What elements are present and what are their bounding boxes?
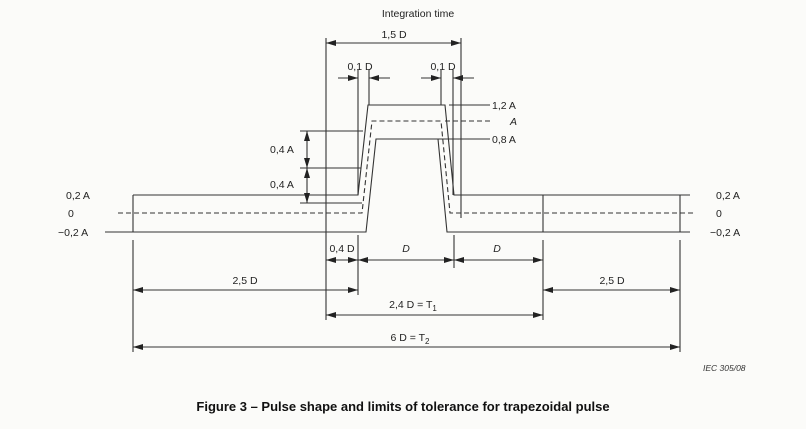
integration-width-label: 1,5 D [381,29,407,41]
t1-span-label: 2,4 D = T [389,299,433,311]
t2-sub: 2 [425,337,430,346]
lower-limit-label: 0,8 A [492,134,516,146]
right-plus-label: 0,2 A [716,190,740,202]
fall-tol-label: 0,1 D [430,61,456,73]
rise-tol-label: 0,1 D [347,61,373,73]
lower-tolerance-envelope [105,138,690,233]
rise-time-label: 0,4 D [329,243,355,255]
duration-label: D [402,243,410,255]
right-zero-label: 0 [716,208,722,220]
right-minus-label: −0,2 A [710,227,740,239]
upper-limit-label: 1,2 A [492,100,516,112]
figure-caption: Figure 3 – Pulse shape and limits of tol… [196,399,610,414]
nominal-label: A [509,116,517,128]
t2-span-label: 6 D = T [391,332,426,344]
after-duration-label: D [493,243,501,255]
post-span-label: 2,5 D [599,275,625,287]
band-upper-label: 0,4 A [270,144,294,156]
band-lower-label: 0,4 A [270,179,294,191]
figure-reference: IEC 305/08 [703,363,746,373]
left-minus-label: −0,2 A [58,227,88,239]
left-zero-label: 0 [68,208,74,220]
integration-time-title: Integration time [382,8,455,20]
nominal-pulse [118,120,695,214]
t1-span-text: 2,4 D = T1 [389,299,437,313]
upper-tolerance-envelope [133,104,690,196]
t2-span-text: 6 D = T2 [391,332,431,346]
pre-span-label: 2,5 D [232,275,258,287]
left-plus-label: 0,2 A [66,190,90,202]
t1-sub: 1 [432,304,437,313]
